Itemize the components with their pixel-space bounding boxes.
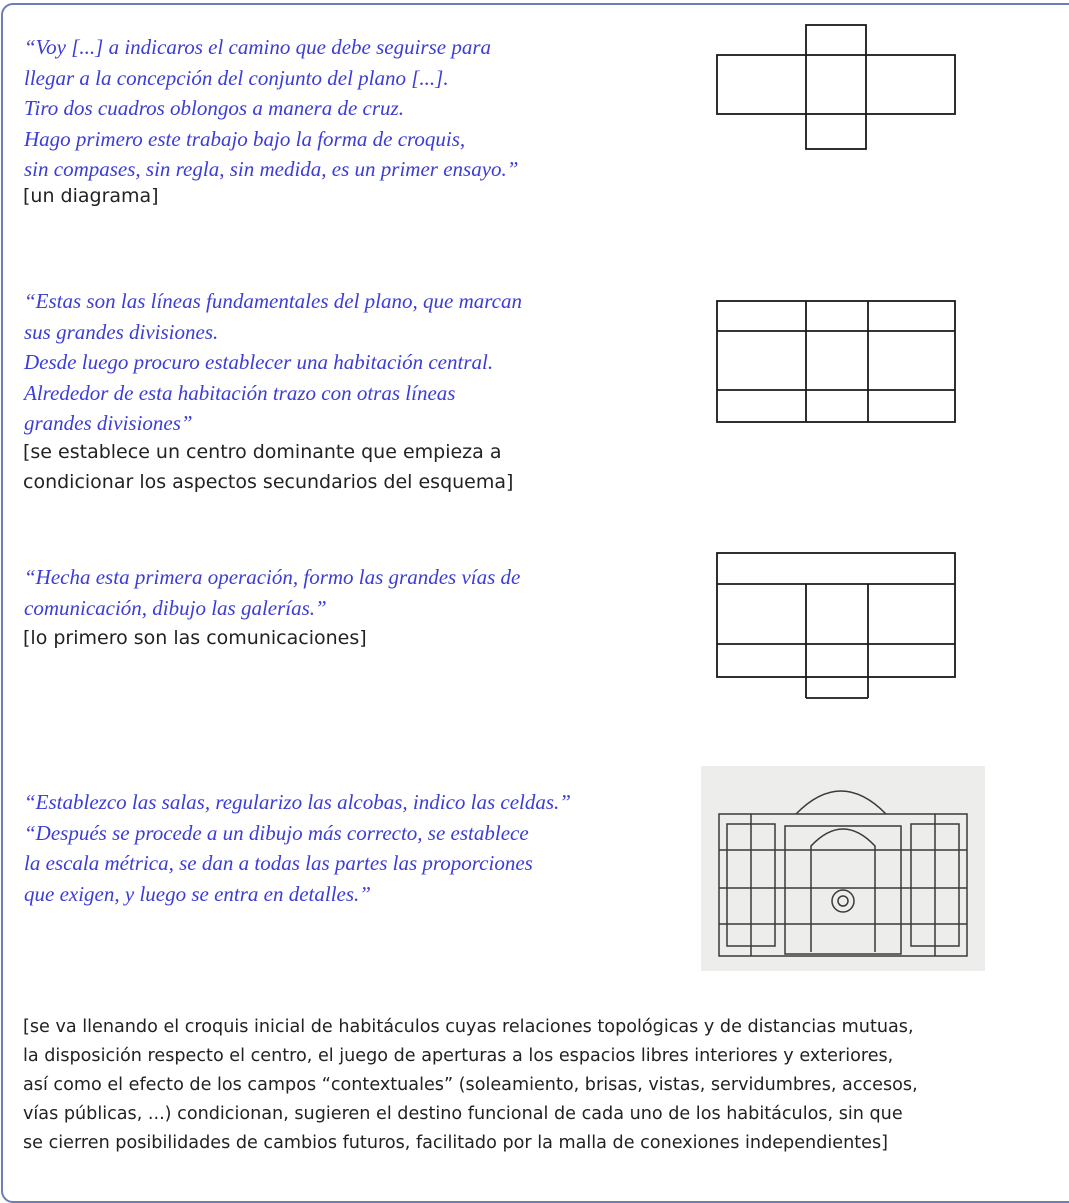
- note-line: [se establece un centro dominante que em…: [23, 441, 502, 463]
- final-note-line: se cierren posibilidades de cambios futu…: [23, 1133, 888, 1153]
- final-note-line: [se va llenando el croquis inicial de ha…: [23, 1017, 914, 1037]
- floor-plan-drawing: [701, 766, 985, 971]
- quote-line: “Después se procede a un dibujo más corr…: [24, 820, 529, 845]
- final-note-line: vías públicas, ...) condicionan, sugiere…: [23, 1104, 903, 1124]
- final-note-line: así como el efecto de los campos “contex…: [23, 1075, 918, 1095]
- plan-outline: [718, 813, 968, 957]
- final-note: [se va llenando el croquis inicial de ha…: [23, 1013, 918, 1158]
- note-3: [lo primero son las comunicaciones]: [23, 623, 367, 653]
- horizontal-oblong: [716, 54, 956, 115]
- quote-line: “Hecha esta primera operación, formo las…: [24, 565, 521, 589]
- grid-diagram: [716, 300, 956, 423]
- quote-line: Hago primero este trabajo bajo la forma …: [24, 126, 466, 151]
- central-fountain: [831, 889, 855, 913]
- quote-4: “Establezco las salas, regularizo las al…: [24, 787, 571, 909]
- note-1: [un diagrama]: [23, 181, 159, 211]
- galleries-outline: [716, 552, 956, 678]
- note-line: condicionar los aspectos secundarios del…: [23, 471, 514, 493]
- quote-line: que exigen, y luego se entra en detalles…: [24, 881, 371, 906]
- quote-line: comunicación, dibujo las galerías.”: [24, 595, 327, 620]
- quote-2: “Estas son las líneas fundamentales del …: [24, 286, 522, 439]
- quote-line: “Voy [...] a indicaros el camino que deb…: [24, 35, 492, 59]
- quote-line: sin compases, sin regla, sin medida, es …: [24, 157, 519, 181]
- quote-1: “Voy [...] a indicaros el camino que deb…: [24, 32, 518, 185]
- note-line: [lo primero son las comunicaciones]: [23, 627, 367, 649]
- galleries-diagram: [716, 552, 956, 699]
- quote-line: Alrededor de esta habitación trazo con o…: [24, 380, 456, 405]
- quote-line: grandes divisiones”: [24, 411, 193, 435]
- grid-outline: [716, 300, 956, 423]
- quote-line: Desde luego procuro establecer una habit…: [24, 350, 494, 374]
- quote-line: “Establezco las salas, regularizo las al…: [24, 790, 571, 814]
- quote-line: sus grandes divisiones.: [24, 319, 219, 344]
- final-note-line: la disposición respecto el centro, el ju…: [23, 1046, 894, 1066]
- rotunda-arc: [795, 790, 887, 815]
- quote-3: “Hecha esta primera operación, formo las…: [24, 562, 520, 623]
- quote-line: Tiro dos cuadros oblongos a manera de cr…: [24, 96, 404, 120]
- quote-line: la escala métrica, se dan a todas las pa…: [24, 851, 533, 875]
- quote-line: llegar a la concepción del conjunto del …: [24, 65, 449, 90]
- note-line: [un diagrama]: [23, 185, 159, 207]
- quote-line: “Estas son las líneas fundamentales del …: [24, 289, 522, 313]
- note-2: [se establece un centro dominante que em…: [23, 437, 513, 497]
- central-hall: [810, 828, 876, 952]
- cross-diagram: [716, 24, 956, 150]
- vertical-oblong: [805, 24, 867, 150]
